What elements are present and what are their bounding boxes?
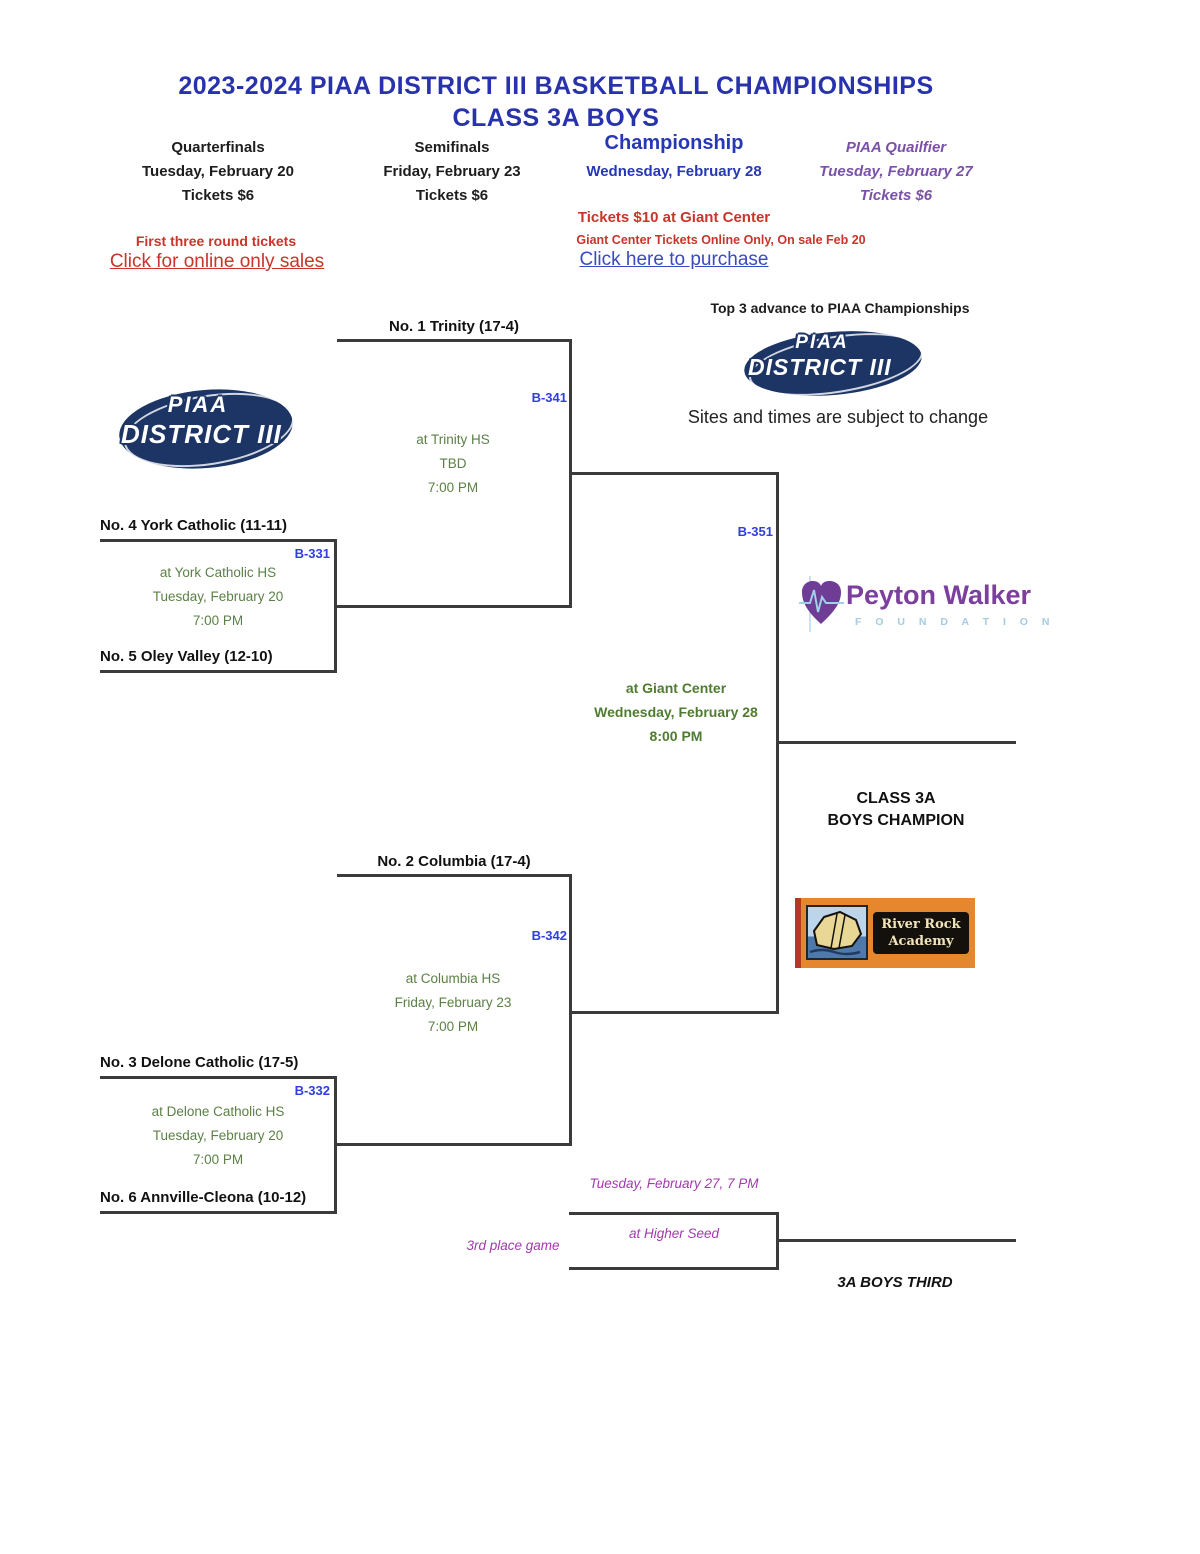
game-details-b341: at Trinity HS TBD 7:00 PM xyxy=(343,428,563,500)
bracket-line-champion-winner xyxy=(776,741,1016,744)
rock-icon xyxy=(806,905,868,960)
page-subtitle: CLASS 3A BOYS xyxy=(452,104,660,132)
round-date-piaa-qualifier: Tuesday, February 27 xyxy=(819,163,973,180)
game-code-b342: B-342 xyxy=(531,928,567,943)
bracket-line-thirdplace-bottom xyxy=(569,1267,779,1270)
team-annville-cleona: No. 6 Annville-Cleona (10-12) xyxy=(100,1189,307,1206)
piaa-logo-text: PIAA xyxy=(167,392,229,417)
piaa-logo-text: PIAA xyxy=(795,332,849,353)
champion-line1: CLASS 3A xyxy=(856,790,936,807)
bracket-line-quarterfinal2-winner xyxy=(334,1143,572,1146)
round-date-championship: Wednesday, February 28 xyxy=(586,163,762,180)
peyton-walker-foundation: F O U N D A T I O N xyxy=(855,616,1055,628)
bracket-line-semifinal2-vertical xyxy=(569,874,572,1146)
thirdplace-label: 3rd place game xyxy=(466,1238,560,1253)
bracket-line-thirdplace-top xyxy=(569,1212,779,1215)
game-time: 7:00 PM xyxy=(192,613,244,628)
first-round-tickets-note: First three round tickets xyxy=(135,233,297,249)
bracket-line-columbia xyxy=(337,874,571,877)
giant-center-price: Tickets $10 at Giant Center xyxy=(577,209,771,226)
team-columbia: No. 2 Columbia (17-4) xyxy=(377,853,531,870)
game-code-b331: B-331 xyxy=(294,546,330,561)
bracket-line-thirdplace-winner xyxy=(776,1239,1016,1242)
bracket-line-semifinal1-winner xyxy=(569,472,779,475)
river-rock-line1: River Rock xyxy=(881,917,961,932)
game-code-b341: B-341 xyxy=(531,390,567,405)
game-details-b351: at Giant Center Wednesday, February 28 8… xyxy=(566,676,786,748)
round-header-piaa-qualifier: PIAA Quailfier xyxy=(845,139,947,156)
round-tickets-semifinals: Tickets $6 xyxy=(415,187,489,204)
round-date-semifinals: Friday, February 23 xyxy=(383,163,521,180)
round-date-quarterfinals: Tuesday, February 20 xyxy=(141,163,294,180)
page-title: 2023-2024 PIAA DISTRICT III BASKETBALL C… xyxy=(178,72,934,100)
game-site: at Giant Center xyxy=(625,680,727,696)
game-site: at York Catholic HS xyxy=(159,565,277,580)
game-code-b332: B-332 xyxy=(294,1083,330,1098)
thirdplace-schedule: Tuesday, February 27, 7 PM xyxy=(589,1176,759,1191)
giant-center-online-note: Giant Center Tickets Online Only, On sal… xyxy=(576,233,866,247)
game-date: Tuesday, February 20 xyxy=(152,1128,284,1143)
team-oley-valley: No. 5 Oley Valley (12-10) xyxy=(100,648,273,665)
piaa-logo-text: DISTRICT III xyxy=(121,419,282,449)
heart-ekg-icon xyxy=(799,576,844,632)
round-tickets-piaa-qualifier: Tickets $6 xyxy=(859,187,933,204)
bracket-line-oley xyxy=(100,670,337,673)
game-time: 7:00 PM xyxy=(192,1152,244,1167)
champion-label: CLASS 3A BOYS CHAMPION xyxy=(776,788,1016,832)
game-site: at Trinity HS xyxy=(416,432,490,447)
game-details-b332: at Delone Catholic HS Tuesday, February … xyxy=(103,1100,333,1172)
thirdplace-site: at Higher Seed xyxy=(628,1226,720,1241)
bracket-line-quarterfinal1-winner xyxy=(334,605,572,608)
team-trinity: No. 1 Trinity (17-4) xyxy=(388,318,520,335)
river-rock-line2: Academy xyxy=(888,934,954,949)
purchase-link[interactable]: Click here to purchase xyxy=(579,249,769,270)
bracket-line-annville xyxy=(100,1211,337,1214)
team-delone-catholic: No. 3 Delone Catholic (17-5) xyxy=(100,1054,299,1071)
game-date: Wednesday, February 28 xyxy=(594,704,758,720)
bracket-line-trinity xyxy=(337,339,571,342)
online-sales-link[interactable]: Click for online only sales xyxy=(109,251,325,272)
game-details-b342: at Columbia HS Friday, February 23 7:00 … xyxy=(343,967,563,1039)
game-site: at Delone Catholic HS xyxy=(151,1104,285,1119)
round-header-semifinals: Semifinals xyxy=(414,139,490,156)
piaa-district-logo: PIAA DISTRICT III xyxy=(115,381,315,479)
game-date: Friday, February 23 xyxy=(394,995,512,1010)
piaa-logo-text: DISTRICT III xyxy=(748,354,892,380)
piaa-district-logo-championship: PIAA DISTRICT III xyxy=(741,322,937,407)
river-rock-text: River Rock Academy xyxy=(873,912,969,954)
top3-advance-note: Top 3 advance to PIAA Championships xyxy=(710,300,970,316)
game-details-b331: at York Catholic HS Tuesday, February 20… xyxy=(103,561,333,633)
bracket-line-york xyxy=(100,539,337,542)
peyton-walker-logo: Peyton Walker F O U N D A T I O N xyxy=(798,576,1049,642)
sites-change-note: Sites and times are subject to change xyxy=(687,407,989,427)
thirdplace-winner-label: 3A BOYS THIRD xyxy=(837,1274,953,1291)
round-tickets-quarterfinals: Tickets $6 xyxy=(181,187,255,204)
game-time: 8:00 PM xyxy=(649,728,703,744)
team-york-catholic: No. 4 York Catholic (11-11) xyxy=(100,517,288,534)
bracket-line-semifinal2-winner xyxy=(569,1011,779,1014)
river-rock-stripe xyxy=(795,898,801,968)
river-rock-academy-logo: River Rock Academy xyxy=(795,898,975,968)
game-time: 7:00 PM xyxy=(427,480,479,495)
game-date: TBD xyxy=(439,456,467,471)
round-header-championship: Championship xyxy=(604,132,744,154)
peyton-walker-name: Peyton Walker xyxy=(846,580,1032,610)
champion-line2: BOYS CHAMPION xyxy=(827,812,965,829)
bracket-line-delone xyxy=(100,1076,337,1079)
rock-graphic xyxy=(809,910,863,956)
game-date: Tuesday, February 20 xyxy=(152,589,284,604)
game-time: 7:00 PM xyxy=(427,1019,479,1034)
game-site: at Columbia HS xyxy=(405,971,501,986)
round-header-quarterfinals: Quarterfinals xyxy=(171,139,265,156)
game-code-b351: B-351 xyxy=(737,524,773,539)
